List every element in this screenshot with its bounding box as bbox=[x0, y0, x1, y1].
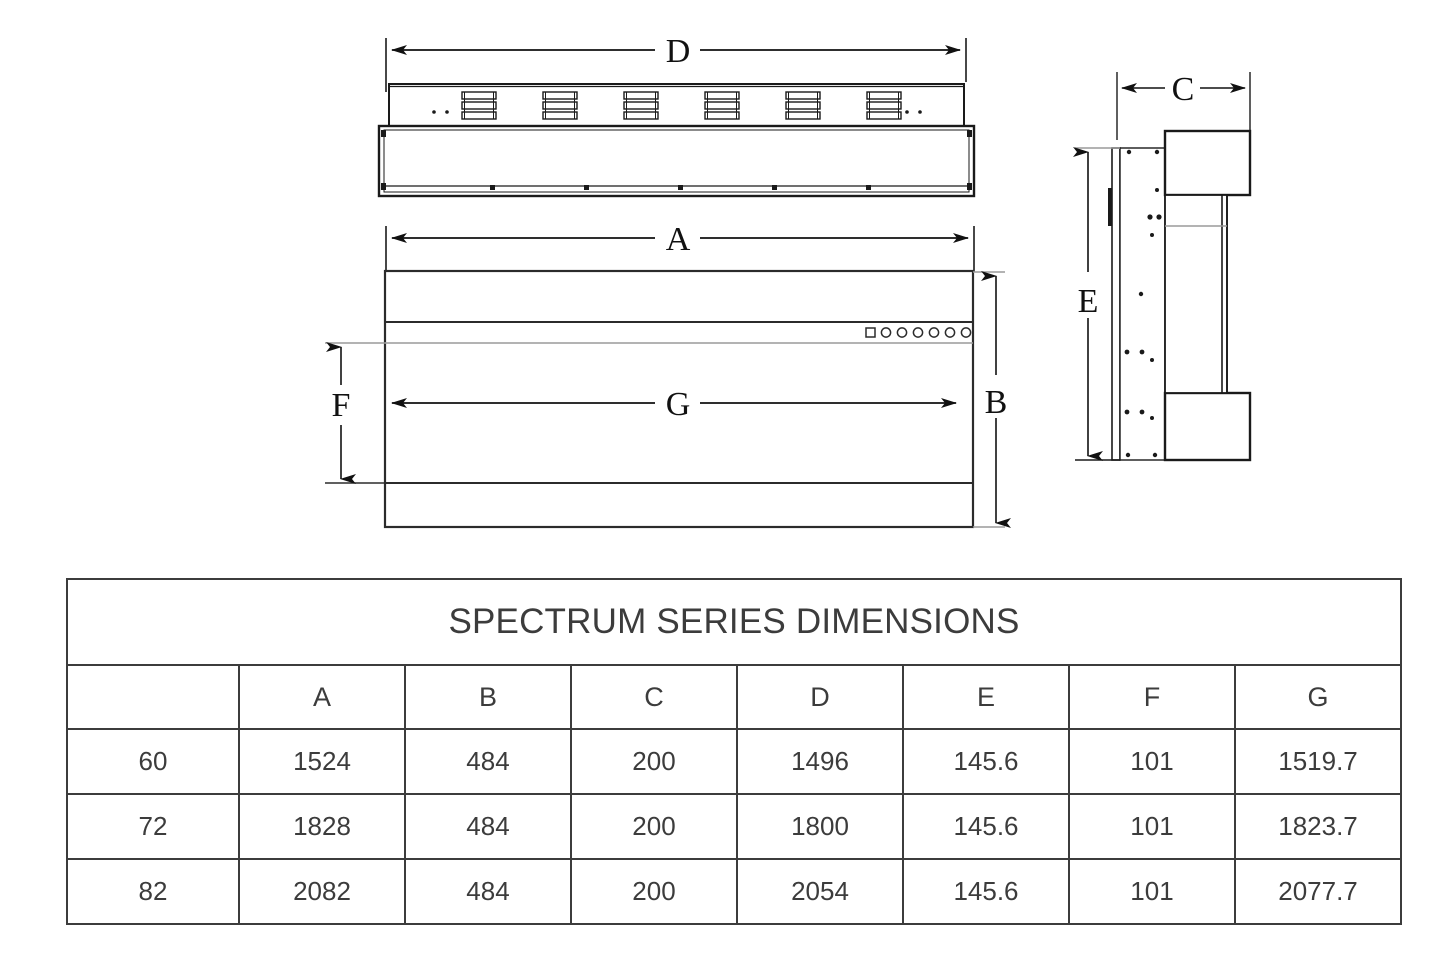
column-header-d: D bbox=[736, 664, 904, 730]
technical-drawing-svg: D bbox=[325, 33, 1252, 529]
control-round-button[interactable] bbox=[880, 327, 892, 338]
side-view-group: C bbox=[1073, 71, 1252, 462]
cell-g: 1519.7 bbox=[1234, 728, 1402, 795]
table-header-row: A B C D E F G bbox=[66, 664, 1402, 730]
control-panel bbox=[865, 327, 972, 338]
dimension-label-A: A bbox=[666, 221, 691, 258]
cell-g: 1823.7 bbox=[1234, 793, 1402, 860]
control-round-button[interactable] bbox=[896, 327, 908, 338]
cell-e: 145.6 bbox=[902, 793, 1070, 860]
vent-group bbox=[461, 91, 902, 120]
cell-e: 145.6 bbox=[902, 858, 1070, 925]
control-round-button[interactable] bbox=[912, 327, 924, 338]
front-view-group: A bbox=[325, 221, 1011, 529]
cell-a: 1524 bbox=[238, 728, 406, 795]
cell-model: 60 bbox=[66, 728, 240, 795]
column-header-b: B bbox=[404, 664, 572, 730]
cell-a: 1828 bbox=[238, 793, 406, 860]
cell-d: 1800 bbox=[736, 793, 904, 860]
cell-model: 72 bbox=[66, 793, 240, 860]
column-header-f: F bbox=[1068, 664, 1236, 730]
dimension-label-C: C bbox=[1172, 71, 1195, 108]
cell-d: 1496 bbox=[736, 728, 904, 795]
column-header-c: C bbox=[570, 664, 738, 730]
table-row: 72 1828 484 200 1800 145.6 101 1823.7 bbox=[66, 793, 1402, 860]
dimension-label-D: D bbox=[666, 33, 691, 70]
cell-b: 484 bbox=[404, 728, 572, 795]
table-row: 82 2082 484 200 2054 145.6 101 2077.7 bbox=[66, 858, 1402, 925]
cell-f: 101 bbox=[1068, 793, 1236, 860]
dimensions-table-wrap: SPECTRUM SERIES DIMENSIONS A B C D E F G… bbox=[66, 578, 1402, 925]
cell-b: 484 bbox=[404, 793, 572, 860]
dimension-label-F: F bbox=[332, 387, 351, 424]
cell-c: 200 bbox=[570, 793, 738, 860]
table-title: SPECTRUM SERIES DIMENSIONS bbox=[66, 578, 1402, 666]
cell-e: 145.6 bbox=[902, 728, 1070, 795]
dimension-label-G: G bbox=[666, 386, 691, 423]
control-round-button[interactable] bbox=[928, 327, 940, 338]
control-square-button[interactable] bbox=[865, 327, 876, 338]
cell-model: 82 bbox=[66, 858, 240, 925]
cell-b: 484 bbox=[404, 858, 572, 925]
cell-a: 2082 bbox=[238, 858, 406, 925]
dimensions-table: SPECTRUM SERIES DIMENSIONS A B C D E F G… bbox=[66, 578, 1402, 925]
dimension-label-E: E bbox=[1078, 283, 1099, 320]
cell-c: 200 bbox=[570, 858, 738, 925]
control-round-button[interactable] bbox=[944, 327, 956, 338]
table-row: 60 1524 484 200 1496 145.6 101 1519.7 bbox=[66, 728, 1402, 795]
control-round-button[interactable] bbox=[960, 327, 972, 338]
dimension-label-B: B bbox=[985, 384, 1008, 421]
cell-g: 2077.7 bbox=[1234, 858, 1402, 925]
top-view-group: D bbox=[377, 33, 976, 198]
table-title-row: SPECTRUM SERIES DIMENSIONS bbox=[66, 578, 1402, 666]
column-header-a: A bbox=[238, 664, 406, 730]
cell-f: 101 bbox=[1068, 858, 1236, 925]
cell-c: 200 bbox=[570, 728, 738, 795]
column-header-model bbox=[66, 664, 240, 730]
cell-d: 2054 bbox=[736, 858, 904, 925]
cell-f: 101 bbox=[1068, 728, 1236, 795]
drawing-area: D bbox=[325, 33, 1252, 529]
column-header-e: E bbox=[902, 664, 1070, 730]
column-header-g: G bbox=[1234, 664, 1402, 730]
